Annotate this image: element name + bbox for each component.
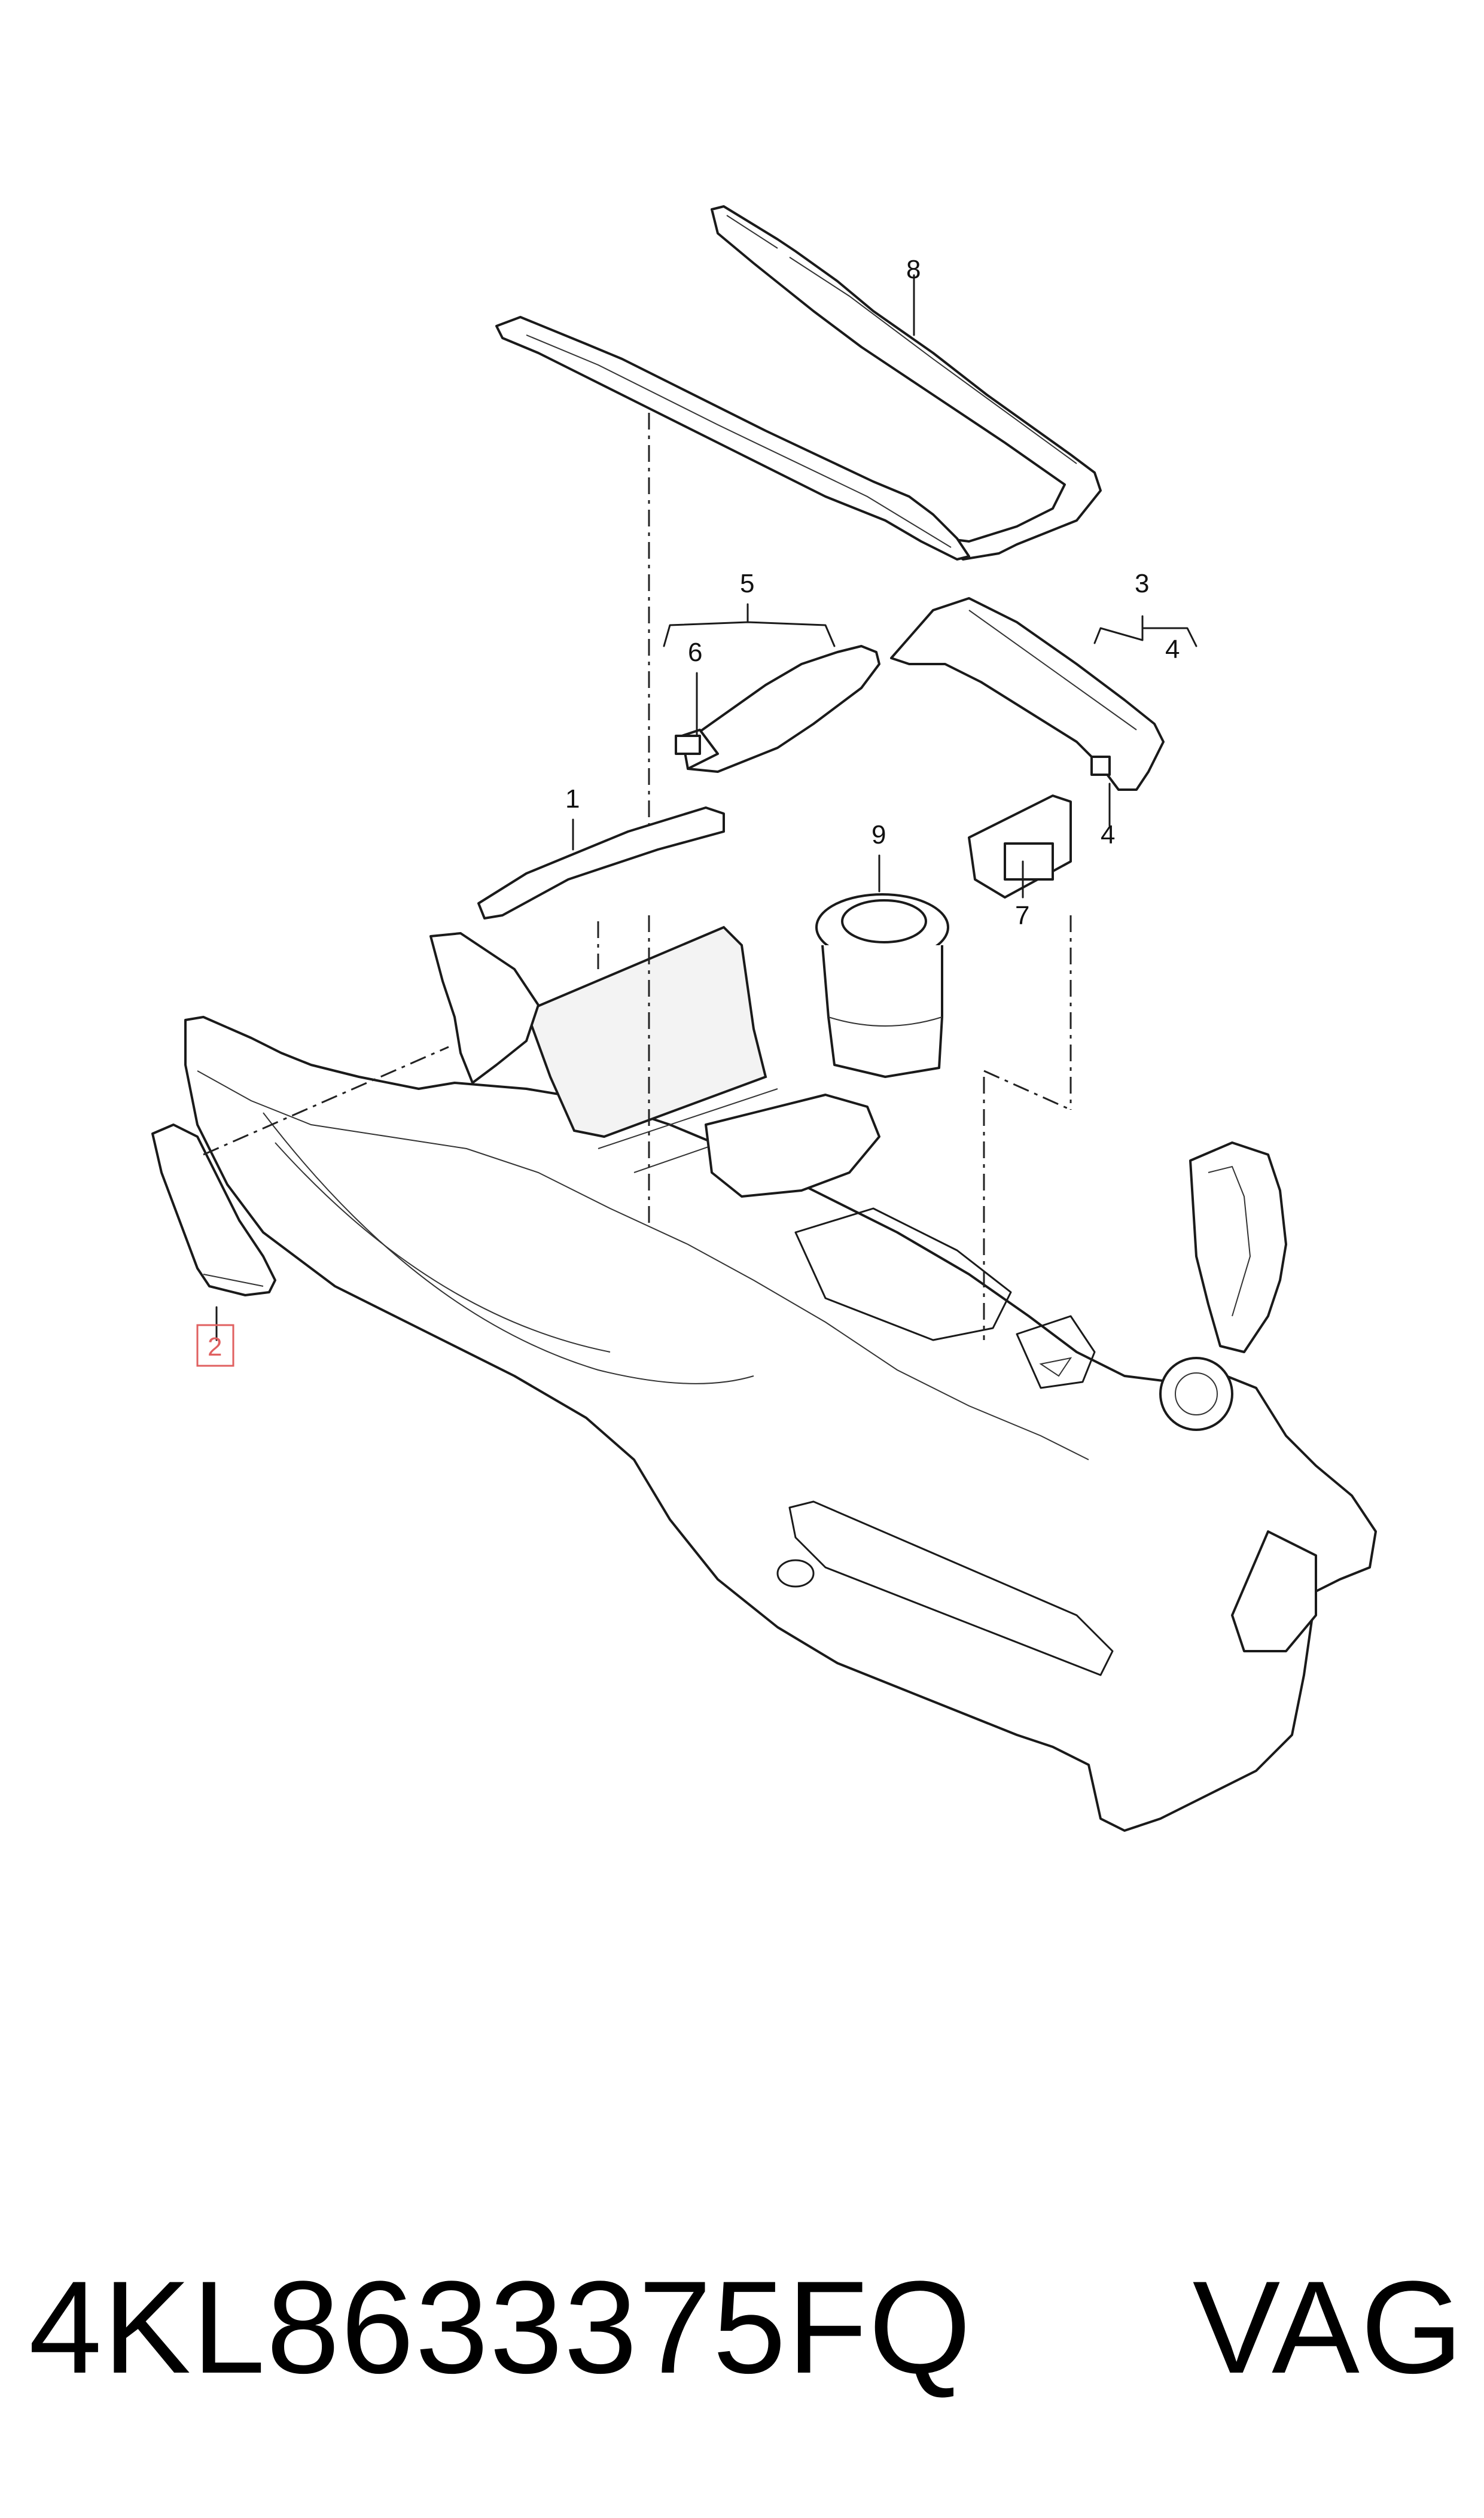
callout-7: 7 [1015, 901, 1029, 930]
bracket-part-3[interactable] [890, 597, 1165, 791]
bracket-part-5[interactable] [681, 645, 880, 773]
assembly-leader-lines [203, 413, 1072, 1340]
callout-4-upper: 4 [1165, 635, 1180, 664]
clip-part-4[interactable] [1090, 756, 1111, 776]
trim-strip[interactable] [495, 316, 970, 561]
part-number: 4KL8633375FQ [29, 2253, 973, 2401]
callout-8: 8 [906, 255, 921, 284]
cup-holder-part-9[interactable] [815, 893, 949, 1078]
callout-1: 1 [565, 784, 580, 814]
callout-2: 2 [208, 1332, 222, 1362]
module-part-7[interactable] [968, 794, 1072, 899]
front-support-bracket[interactable] [429, 932, 540, 1084]
brand-name: VAG [1192, 2253, 1464, 2401]
callout-5: 5 [740, 569, 754, 598]
rear-frame-structure[interactable] [1159, 1141, 1317, 1652]
center-console-main-body[interactable] [184, 925, 1377, 1832]
callout-3: 3 [1135, 569, 1149, 598]
side-trim-part-2[interactable] [151, 1123, 276, 1296]
callout-9: 9 [871, 820, 886, 850]
clip-part-6[interactable] [675, 735, 701, 755]
callout-4-lower: 4 [1101, 820, 1115, 850]
callout-labels: 1 2 3 4 4 5 6 7 8 9 [196, 255, 1180, 1367]
callout-leaders [215, 274, 1197, 1341]
part-caption: 4KL8633375FQ VAG [29, 2249, 1464, 2405]
callout-6: 6 [688, 638, 702, 667]
highlight-box-callout-2 [196, 1324, 234, 1367]
pad-part-1[interactable] [477, 806, 725, 919]
